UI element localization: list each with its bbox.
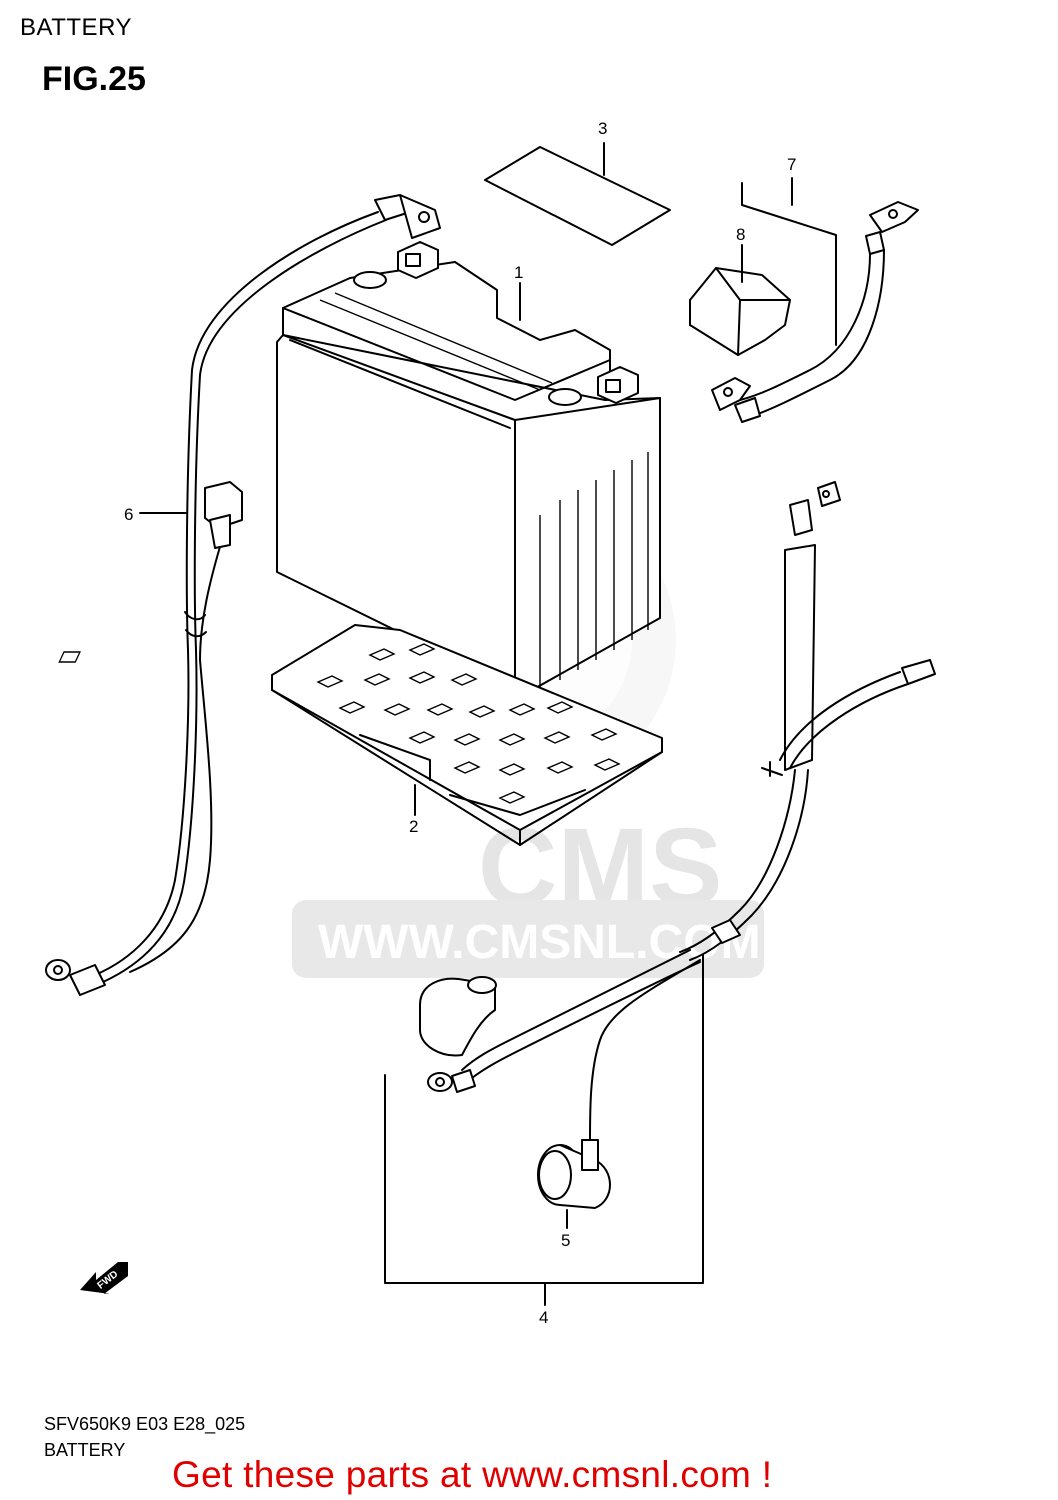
diagram-subtitle: BATTERY bbox=[44, 1440, 126, 1460]
battery-label-sheet[interactable] bbox=[484, 146, 671, 246]
positive-battery-lead[interactable] bbox=[45, 194, 441, 996]
negative-battery-lead[interactable] bbox=[711, 201, 919, 423]
callout-8: 8 bbox=[736, 225, 745, 244]
callout-labels: 3 1 7 8 6 2 5 4 bbox=[124, 119, 796, 1327]
page-header: BATTERY bbox=[20, 14, 132, 41]
diagram-code: SFV650K9 E03 E28_025 bbox=[44, 1414, 246, 1434]
callout-2: 2 bbox=[409, 817, 418, 836]
callout-leaders bbox=[139, 142, 837, 1306]
starter-cable-assembly[interactable] bbox=[384, 481, 936, 1284]
watermark-url: WWW.CMSNL.COM bbox=[318, 916, 761, 969]
battery-tray[interactable] bbox=[58, 624, 663, 846]
terminal-cover[interactable] bbox=[689, 267, 791, 356]
shop-link[interactable]: Get these parts at www.cmsnl.com ! bbox=[172, 1454, 773, 1495]
callout-1: 1 bbox=[514, 263, 523, 282]
figure-number: FIG.25 bbox=[42, 60, 146, 98]
callout-6: 6 bbox=[124, 505, 133, 524]
callout-7: 7 bbox=[787, 155, 796, 174]
forward-arrow-icon: FWD bbox=[80, 1262, 128, 1294]
starter-terminal-cap[interactable] bbox=[537, 1139, 611, 1209]
callout-4: 4 bbox=[539, 1308, 548, 1327]
callout-3: 3 bbox=[598, 119, 607, 138]
battery[interactable] bbox=[276, 241, 661, 695]
callout-5: 5 bbox=[561, 1231, 570, 1250]
